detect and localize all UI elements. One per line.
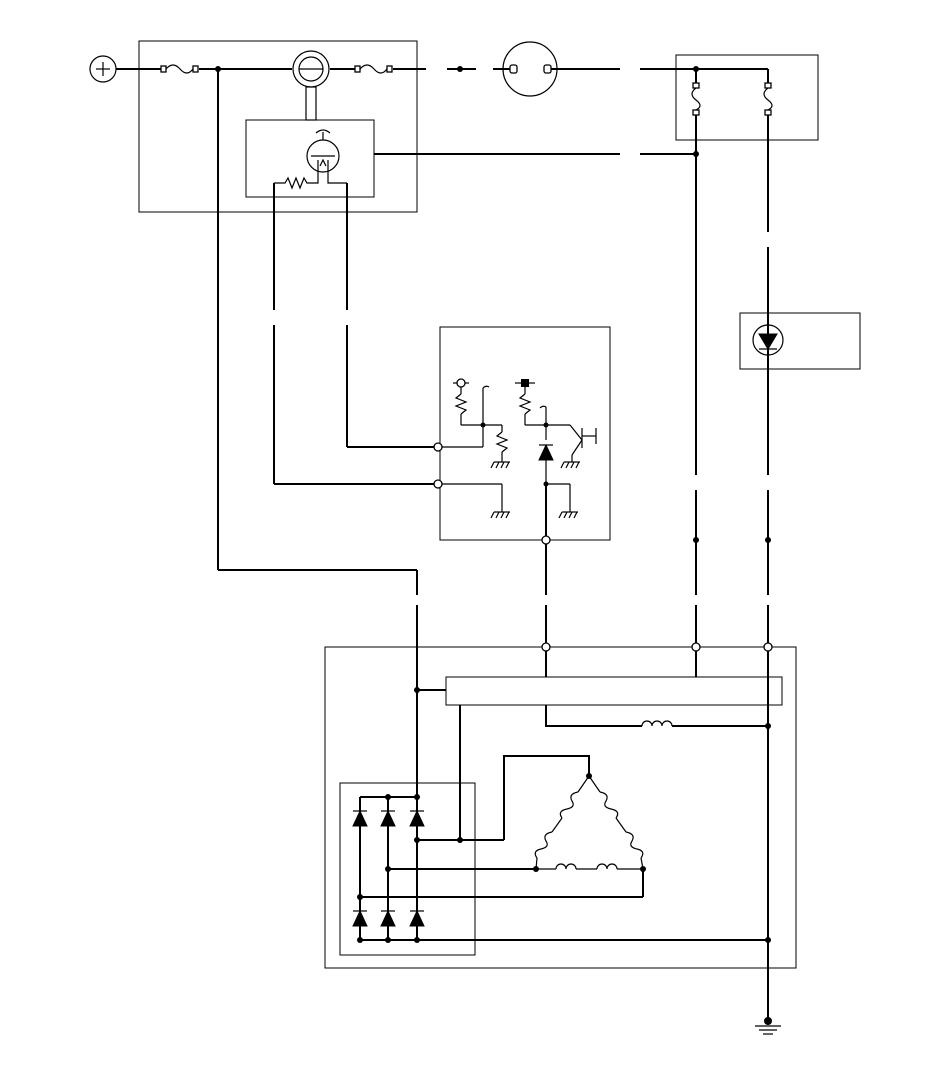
rectifier-wiring [359, 796, 768, 941]
terminal-icon [541, 642, 551, 652]
rectifier-diode-icon [352, 909, 368, 927]
rectifier-diode-icon [380, 809, 396, 827]
battery-positive-terminal [89, 55, 117, 83]
voltage-regulator-block [445, 676, 783, 706]
alternator-box [324, 646, 797, 969]
junction-dot [414, 687, 420, 693]
ignition-switch-icon [292, 50, 330, 121]
led-diode-icon [752, 324, 784, 356]
rectifier-diode-icon [380, 909, 396, 927]
junction-dot [385, 866, 391, 872]
junction-dot [457, 837, 463, 843]
control-module-internals [433, 378, 597, 545]
ignition-relay-box [245, 119, 375, 198]
terminal-icon [763, 642, 773, 652]
field-coil-icon [545, 705, 771, 729]
fuse-icon [160, 64, 199, 74]
junction-dot [765, 537, 771, 543]
relay-signal-wires [273, 183, 438, 485]
junction-dot [385, 937, 391, 943]
fuse-output-wires [695, 115, 769, 1020]
junction-dot [357, 894, 363, 900]
resistor-icon [274, 176, 319, 190]
junction-dot [414, 837, 420, 843]
ground-icon [755, 1017, 781, 1035]
junction-dot [693, 537, 699, 543]
fuse-icon [691, 69, 701, 116]
junction-dot [765, 937, 771, 943]
battery-sense-wire [217, 69, 418, 940]
junction-dot [385, 794, 391, 800]
junction-dot [414, 794, 420, 800]
rectifier-diode-icon [352, 809, 368, 827]
junction-dot [357, 937, 363, 943]
control-module-box [439, 326, 611, 541]
fuse-icon [763, 69, 773, 116]
fuse-relay-box [138, 40, 418, 213]
charge-indicator-box [739, 312, 861, 370]
terminal-icon [691, 642, 701, 652]
fuse-block [675, 54, 819, 141]
relay-coil-wire [327, 176, 347, 184]
junction-dot [414, 937, 420, 943]
relay-switch-icon [306, 129, 340, 176]
rectifier-diode-icon [409, 909, 425, 927]
connector-plug-icon [447, 41, 620, 97]
rectifier-diode-icon [409, 809, 425, 827]
stator-winding-icon [503, 755, 646, 872]
fuse-icon [354, 64, 393, 74]
